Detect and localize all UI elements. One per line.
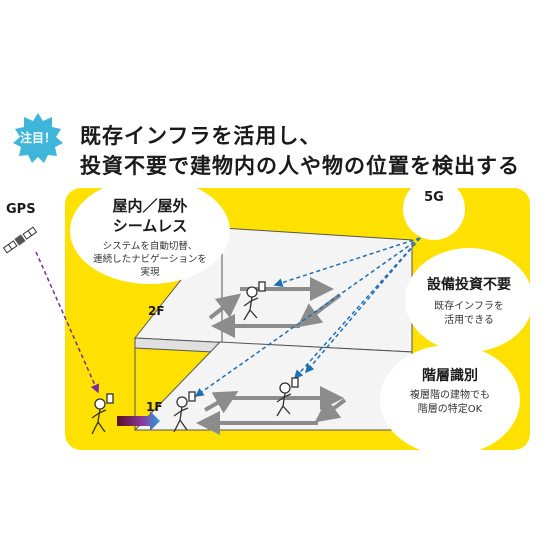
bubble-no-investment: 設備投資不要 既存インフラを 活用できる <box>405 248 533 352</box>
person-walking-icon <box>173 391 196 433</box>
person-walking-icon <box>243 281 266 321</box>
bubble-no-investment-desc-line: 既存インフラを <box>434 301 504 312</box>
headline-line-1: 既存インフラを活用し、 <box>80 124 322 148</box>
bubble-floor-identification-desc: 複層階の建物でも 階層の特定OK <box>380 389 520 417</box>
gps-signal-line <box>35 251 100 394</box>
person-walking-icon <box>276 377 299 417</box>
bubble-floor-identification-desc-line: 複層階の建物でも <box>410 390 490 401</box>
headline-line-2: 投資不要で建物内の人や物の位置を検出する <box>80 154 520 178</box>
bubble-floor-identification: 階層識別 複層階の建物でも 階層の特定OK <box>380 345 520 455</box>
floor-1f-route-arrows <box>196 386 347 435</box>
badge-starburst-icon <box>13 113 63 163</box>
bubble-seamless-desc-line: 連続したナビゲーションを <box>93 254 207 265</box>
bubble-seamless: 屋内／屋外 シームレス システムを自動切替、 連続したナビゲーションを 実現 <box>70 178 230 284</box>
bubble-no-investment-title: 設備投資不要 <box>427 277 511 293</box>
bubble-floor-identification-desc-line: 階層の特定OK <box>417 404 483 415</box>
bubble-seamless-desc-line: 実現 <box>140 267 160 278</box>
bubble-seamless-title: 屋内／屋外 シームレス <box>70 196 230 236</box>
bubble-seamless-desc-line: システムを自動切替、 <box>102 241 198 252</box>
5g-signal-lines <box>194 237 421 397</box>
bubble-floor-identification-title: 階層識別 <box>422 368 478 384</box>
floor-label-2f: 2F <box>148 304 165 318</box>
satellite-icon <box>2 226 38 254</box>
entry-arrow <box>117 411 160 431</box>
attention-badge: 注目！ <box>12 112 64 164</box>
bubble-seamless-title-line: シームレス <box>112 217 188 235</box>
gps-label: GPS <box>6 202 36 217</box>
bubble-seamless-title-line: 屋内／屋外 <box>112 197 188 215</box>
floor-label-1f: 1F <box>146 400 163 414</box>
badge-label: 注目！ <box>19 131 56 145</box>
bubble-seamless-desc: システムを自動切替、 連続したナビゲーションを 実現 <box>70 240 230 279</box>
bubble-5g: 5G <box>403 178 465 240</box>
bubble-no-investment-desc: 既存インフラを 活用できる <box>405 300 533 328</box>
bubble-5g-title: 5G <box>424 190 444 205</box>
person-walking-icon <box>91 393 114 435</box>
bubble-no-investment-desc-line: 活用できる <box>444 315 494 326</box>
